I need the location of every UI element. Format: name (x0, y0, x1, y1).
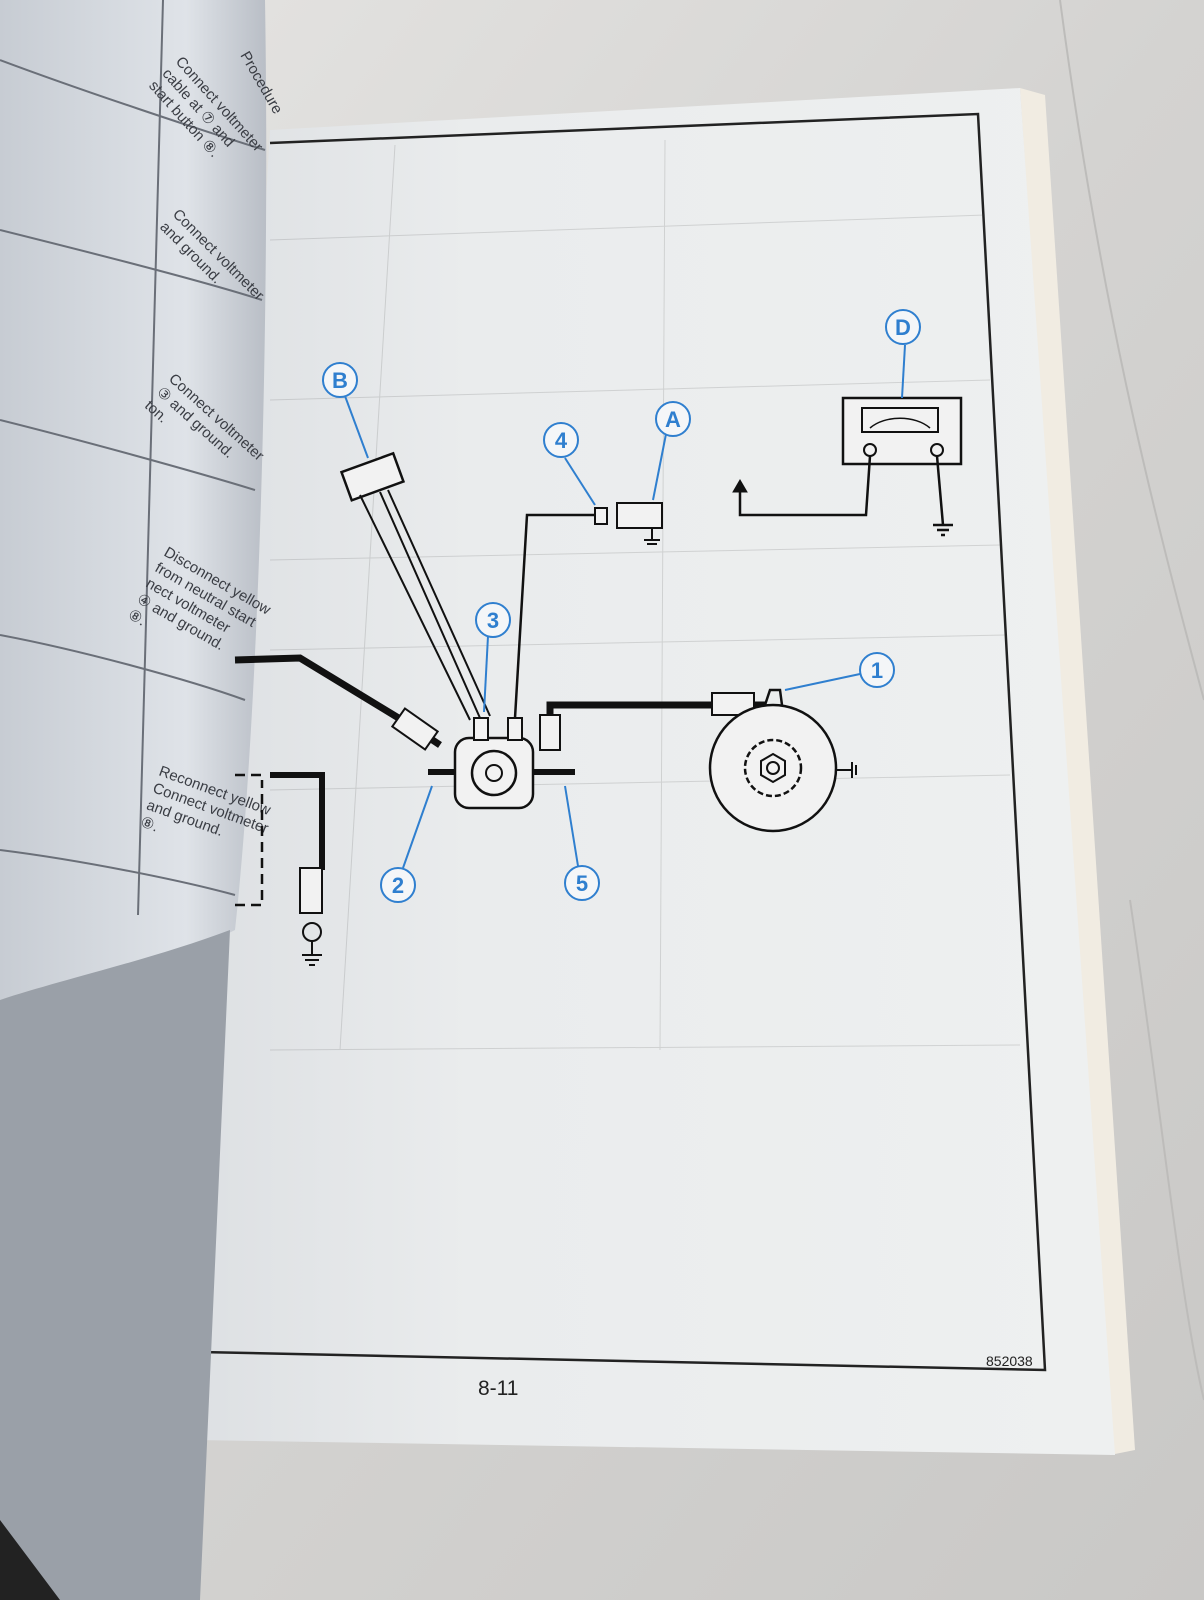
svg-text:4: 4 (555, 428, 568, 453)
svg-text:3: 3 (487, 608, 499, 633)
callout-leaders (344, 344, 906, 869)
right-page (195, 88, 1115, 1455)
battery-outline (235, 773, 265, 907)
svg-text:2: 2 (392, 873, 404, 898)
starter-motor (708, 703, 838, 833)
svg-text:B: B (332, 368, 348, 393)
callout-1: 1 (859, 652, 895, 688)
row-text: ⑧. (125, 606, 149, 630)
callout-2: 2 (380, 867, 416, 903)
neutral-switch (616, 502, 663, 529)
callout-5: 5 (564, 865, 600, 901)
callout-D: D (885, 309, 921, 345)
figure-frame (199, 112, 1047, 1372)
svg-text:D: D (895, 315, 911, 340)
svg-text:5: 5 (576, 871, 588, 896)
callout-3: 3 (475, 602, 511, 638)
row-text: ⑧. (138, 814, 160, 836)
svg-text:A: A (665, 407, 681, 432)
page-number: 8-11 (478, 1377, 518, 1400)
callouts: A B D 1 2 3 4 5 (322, 309, 921, 903)
solenoid (453, 736, 535, 810)
starter-circuit-diagram (234, 396, 963, 966)
callout-4: 4 (543, 422, 579, 458)
left-page-shadow (0, 930, 230, 1600)
callout-B: B (322, 362, 358, 398)
figure-number: 852038 (986, 1353, 1033, 1369)
left-page (0, 0, 267, 1000)
start-button (339, 451, 406, 502)
svg-text:1: 1 (871, 658, 883, 683)
bleed-through-table (269, 139, 1021, 1051)
left-page-table-lines (0, 0, 266, 916)
callout-A: A (655, 401, 691, 437)
page-stack-edge (1020, 88, 1135, 1455)
